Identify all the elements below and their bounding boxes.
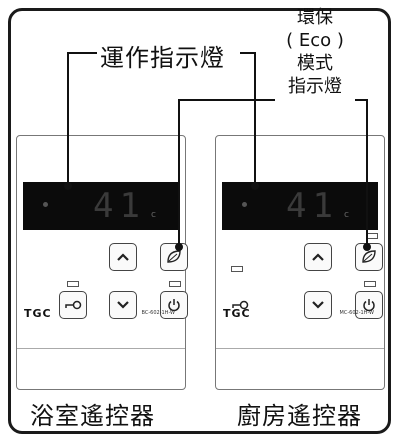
bathroom-temperature-unit: c (151, 210, 156, 220)
kitchen-lock-button[interactable] (226, 291, 254, 319)
kitchen-temp-up-button[interactable] (304, 243, 332, 271)
bathroom-display: 41 c (23, 182, 179, 230)
operation-leader-right-h (240, 52, 255, 54)
kitchen-lock-indicator-light (231, 266, 243, 272)
kitchen-display: 41 c (222, 182, 378, 230)
leaf-icon (167, 250, 181, 263)
kitchen-panel-divider (216, 348, 384, 349)
kitchen-model-number: MC-602-1H-W (339, 310, 374, 316)
eco-indicator-label: 環保 ( Eco ) 模式 指示燈 (286, 7, 344, 97)
kitchen-remote-label: 廚房遙控器 (237, 402, 362, 430)
bathroom-remote-panel: 41 c TGC BC-602-1H-W (16, 135, 188, 390)
bathroom-temp-down-button[interactable] (109, 291, 137, 319)
kitchen-temp-down-button[interactable] (304, 291, 332, 319)
bathroom-temp-up-button[interactable] (109, 243, 137, 271)
bathroom-brand-logo: TGC (24, 307, 52, 320)
eco-leader-left-dot (175, 243, 183, 251)
bathroom-remote-label: 浴室遙控器 (30, 402, 155, 430)
bathroom-power-button[interactable] (160, 291, 188, 319)
leaf-icon (362, 250, 376, 263)
kitchen-power-button[interactable] (355, 291, 383, 319)
key-icon (65, 300, 82, 310)
operation-leader-right-dot (251, 182, 259, 190)
kitchen-remote-panel: 41 c TGC MC-602-1H-W (215, 135, 385, 390)
power-icon (363, 299, 375, 312)
bathroom-temperature: 41 (93, 186, 146, 226)
eco-leader-right-h (355, 99, 368, 101)
power-icon (168, 299, 180, 312)
bathroom-model-number: BC-602-1H-W (141, 310, 175, 316)
key-icon (232, 300, 249, 310)
operation-leader-left-h (67, 52, 97, 54)
eco-leader-left-v (178, 99, 180, 245)
bathroom-eco-button[interactable] (160, 243, 188, 271)
operation-leader-right-v (254, 52, 256, 184)
bathroom-power-indicator-light (169, 281, 181, 287)
eco-leader-right-v (366, 99, 368, 245)
bathroom-operation-lamp (43, 202, 48, 207)
kitchen-temperature: 41 (286, 186, 339, 226)
eco-leader-left-h (178, 99, 275, 101)
bathroom-lock-indicator-light (67, 281, 79, 287)
operation-indicator-label: 運作指示燈 (100, 44, 225, 72)
eco-leader-right-dot (363, 243, 371, 251)
kitchen-brand-logo: TGC (223, 307, 251, 320)
bathroom-panel-divider (17, 348, 185, 349)
kitchen-power-indicator-light (364, 281, 376, 287)
operation-leader-left-dot (64, 182, 72, 190)
kitchen-operation-lamp (242, 202, 247, 207)
kitchen-temperature-unit: c (344, 210, 349, 220)
operation-leader-left-v (67, 52, 69, 184)
bathroom-lock-button[interactable] (59, 291, 87, 319)
